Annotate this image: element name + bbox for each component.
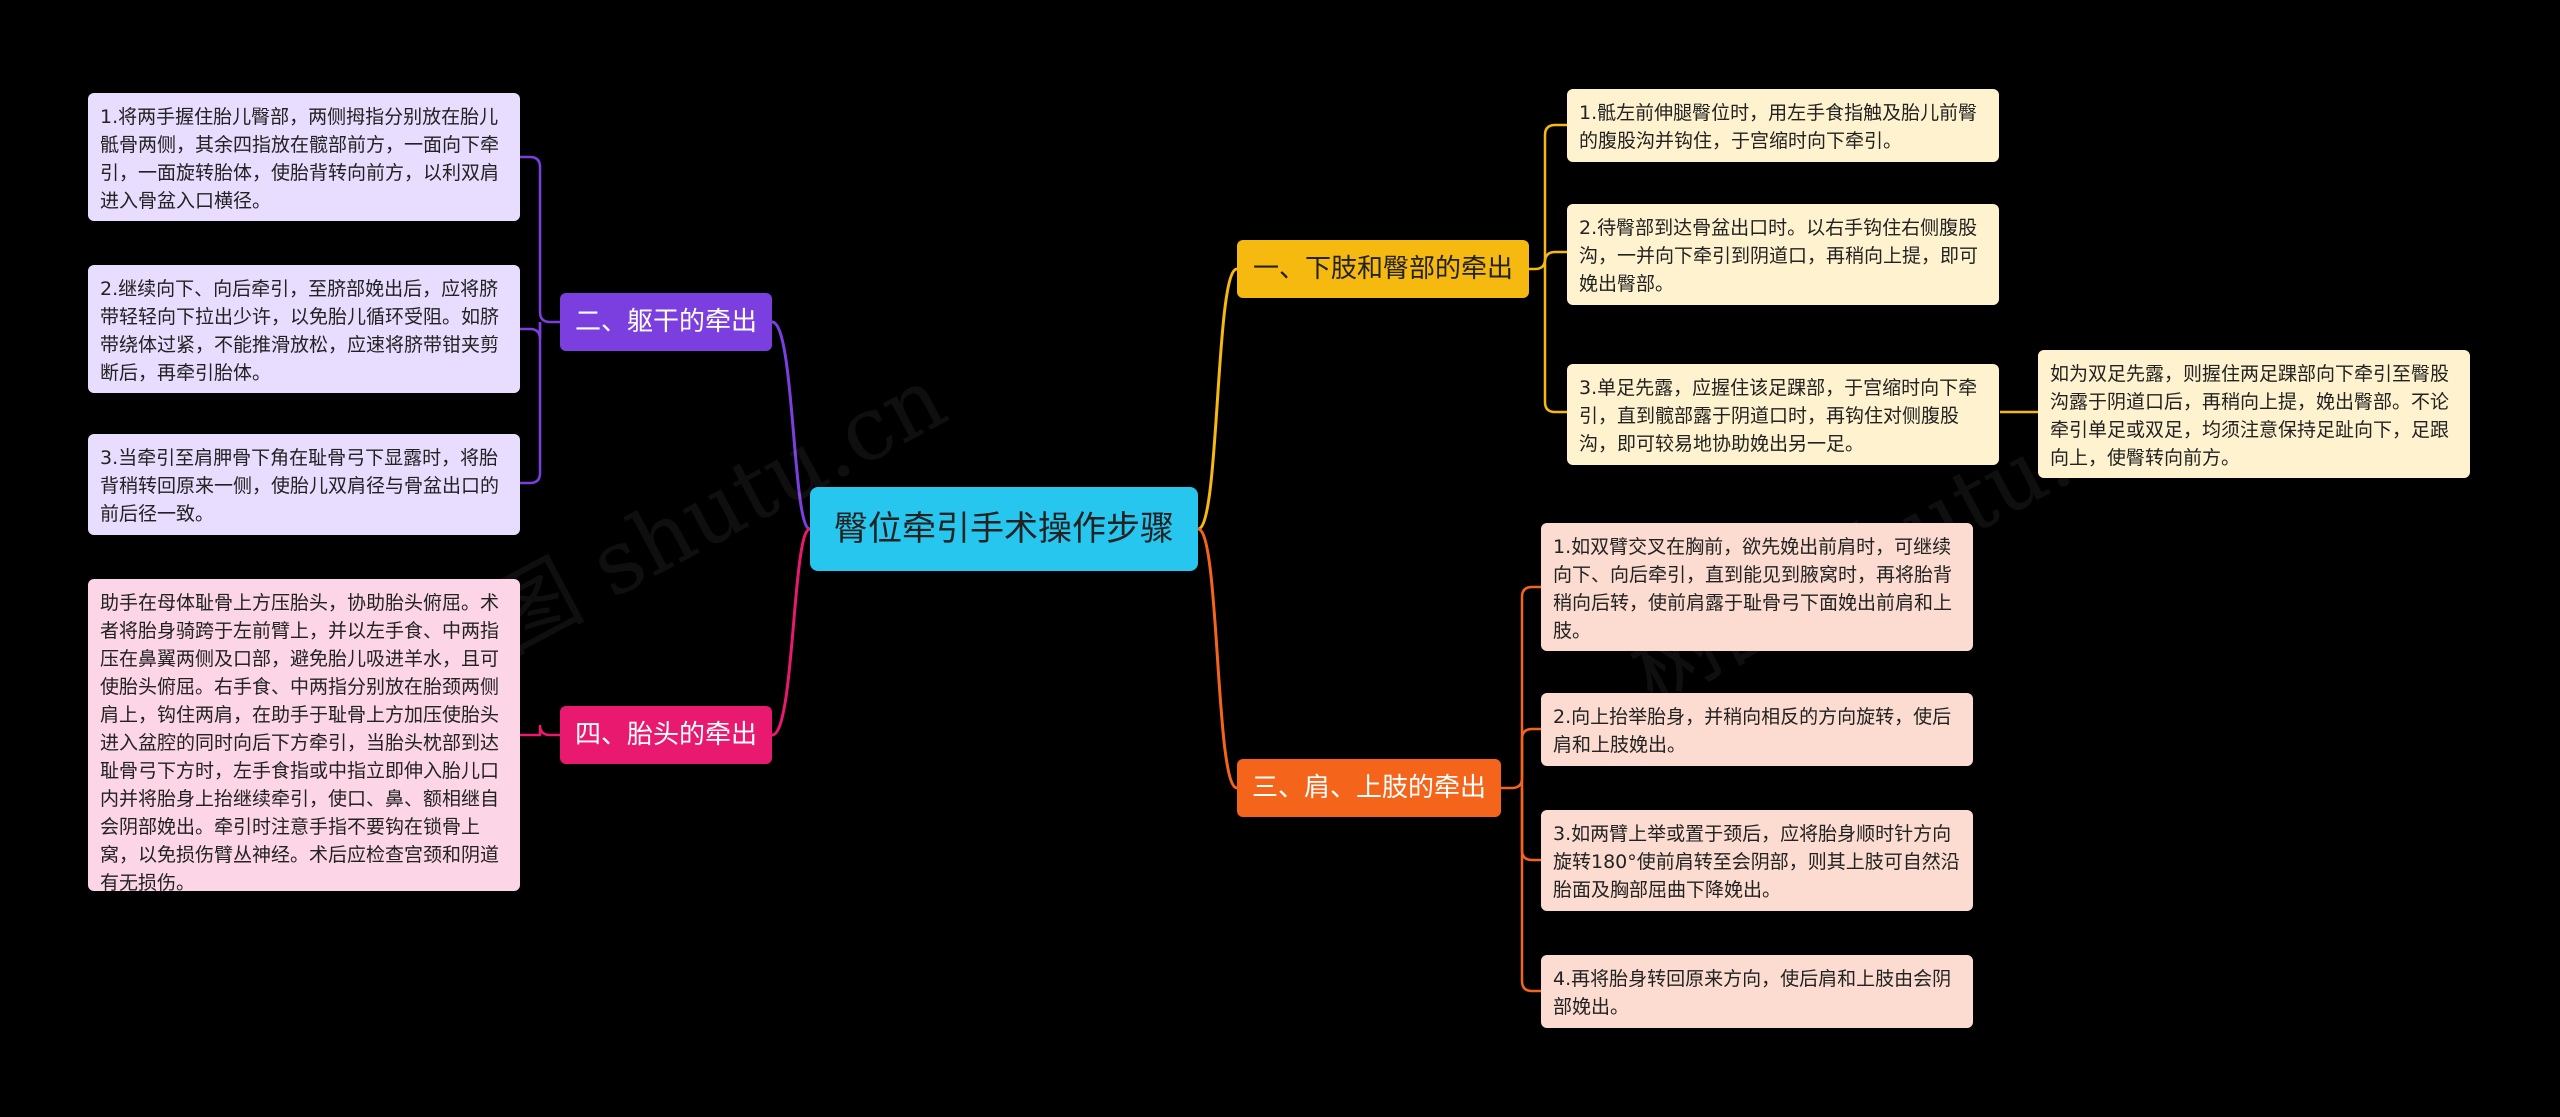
link-b3-leaf4 xyxy=(1520,788,1541,993)
branch-lower-limbs-buttocks[interactable]: 一、下肢和臀部的牵出 xyxy=(1237,240,1529,298)
b3-step-4[interactable]: 4.再将胎身转回原来方向，使后肩和上肢由会阴部娩出。 xyxy=(1541,955,1973,1028)
link-b4-leaf1 xyxy=(520,724,560,737)
link-b1-leaf2 xyxy=(1543,250,1567,269)
b3-step-3[interactable]: 3.如两臂上举或置于颈后，应将胎身顺时针方向旋转180°使前肩转至会阴部，则其上… xyxy=(1541,810,1973,911)
link-root-b2 xyxy=(771,320,811,531)
link-b3-leaf2 xyxy=(1520,727,1541,788)
b1-step-3[interactable]: 3.单足先露，应握住该足踝部，于宫缩时向下牵引，直到髋部露于阴道口时，再钩住对侧… xyxy=(1567,364,1999,465)
b4-step-1[interactable]: 助手在母体耻骨上方压胎头，协助胎头俯屈。术者将胎身骑跨于左前臂上，并以左手食、中… xyxy=(88,579,520,894)
b3-step-1[interactable]: 1.如双臂交叉在胸前，欲先娩出前肩时，可继续向下、向后牵引，直到能见到腋窝时，再… xyxy=(1541,523,1973,651)
b1-step-1[interactable]: 1.骶左前伸腿臀位时，用左手食指触及胎儿前臀的腹股沟并钩住，于宫缩时向下牵引。 xyxy=(1567,89,1999,162)
b2-step-3[interactable]: 3.当牵引至肩胛骨下角在耻骨弓下显露时，将胎背稍转回原来一侧，使胎儿双肩径与骨盆… xyxy=(88,434,520,535)
root-topic[interactable]: 臀位牵引手术操作步骤 xyxy=(810,487,1198,571)
b2-step-1[interactable]: 1.将两手握住胎儿臀部，两侧拇指分别放在胎儿骶骨两侧，其余四指放在髋部前方，一面… xyxy=(88,93,520,221)
link-root-b4 xyxy=(771,527,811,737)
link-b3-leaf1 xyxy=(1501,585,1541,790)
link-root-b3 xyxy=(1197,527,1238,790)
b1-step-2[interactable]: 2.待臀部到达骨盆出口时。以右手钩住右侧腹股沟，一并向下牵引到阴道口，再稍向上提… xyxy=(1567,204,1999,305)
branch-fetal-head[interactable]: 四、胎头的牵出 xyxy=(560,706,772,764)
b2-step-2[interactable]: 2.继续向下、向后牵引，至脐部娩出后，应将脐带轻轻向下拉出少许，以免胎儿循环受阻… xyxy=(88,265,520,393)
link-b2-leaf1 xyxy=(520,155,560,324)
link-b2-leaf3 xyxy=(520,322,542,485)
branch-trunk[interactable]: 二、躯干的牵出 xyxy=(560,293,772,351)
b1-step-3-note[interactable]: 如为双足先露，则握住两足踝部向下牵引至臀股沟露于阴道口后，再稍向上提，娩出臀部。… xyxy=(2038,350,2470,478)
link-b3-leaf3 xyxy=(1520,788,1541,862)
branch-shoulders-upper-limbs[interactable]: 三、肩、上肢的牵出 xyxy=(1237,759,1501,817)
link-root-b1 xyxy=(1197,267,1238,531)
link-b1-leaf3 xyxy=(1543,269,1567,414)
link-b2-leaf2 xyxy=(520,322,542,340)
link-b1-leaf1 xyxy=(1529,123,1567,271)
b3-step-2[interactable]: 2.向上抬举胎身，并稍向相反的方向旋转，使后肩和上肢娩出。 xyxy=(1541,693,1973,766)
